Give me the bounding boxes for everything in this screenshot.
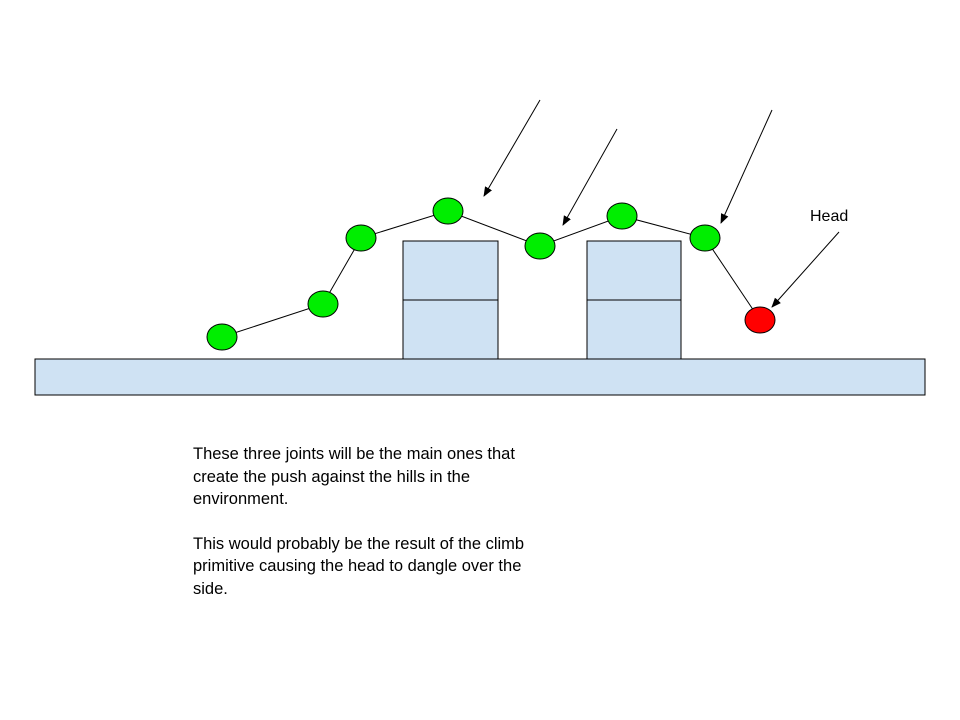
arrow-joint-7 [720,109,773,224]
joint-2 [307,290,339,318]
joint-1 [206,323,238,351]
joint-5 [524,232,556,260]
joint-4 [432,197,464,225]
hill-right-top-block [586,240,682,301]
joint-3 [345,224,377,252]
arrow-joint-5 [562,128,618,226]
joint-7 [689,224,721,252]
hill-left-top-block [402,240,499,301]
ground-platform [34,358,926,396]
explanation-notes: These three joints will be the main ones… [193,443,538,622]
head-label: Head [810,208,848,225]
hill-left-bottom-block [402,299,499,360]
hill-right-bottom-block [586,299,682,360]
arrow-joint-4 [483,99,541,197]
joint-6 [606,202,638,230]
head-joint [744,306,776,334]
note-push-joints: These three joints will be the main ones… [193,445,515,508]
note-head-dangle: This would probably be the result of the… [193,534,525,598]
arrow-head [771,231,840,308]
